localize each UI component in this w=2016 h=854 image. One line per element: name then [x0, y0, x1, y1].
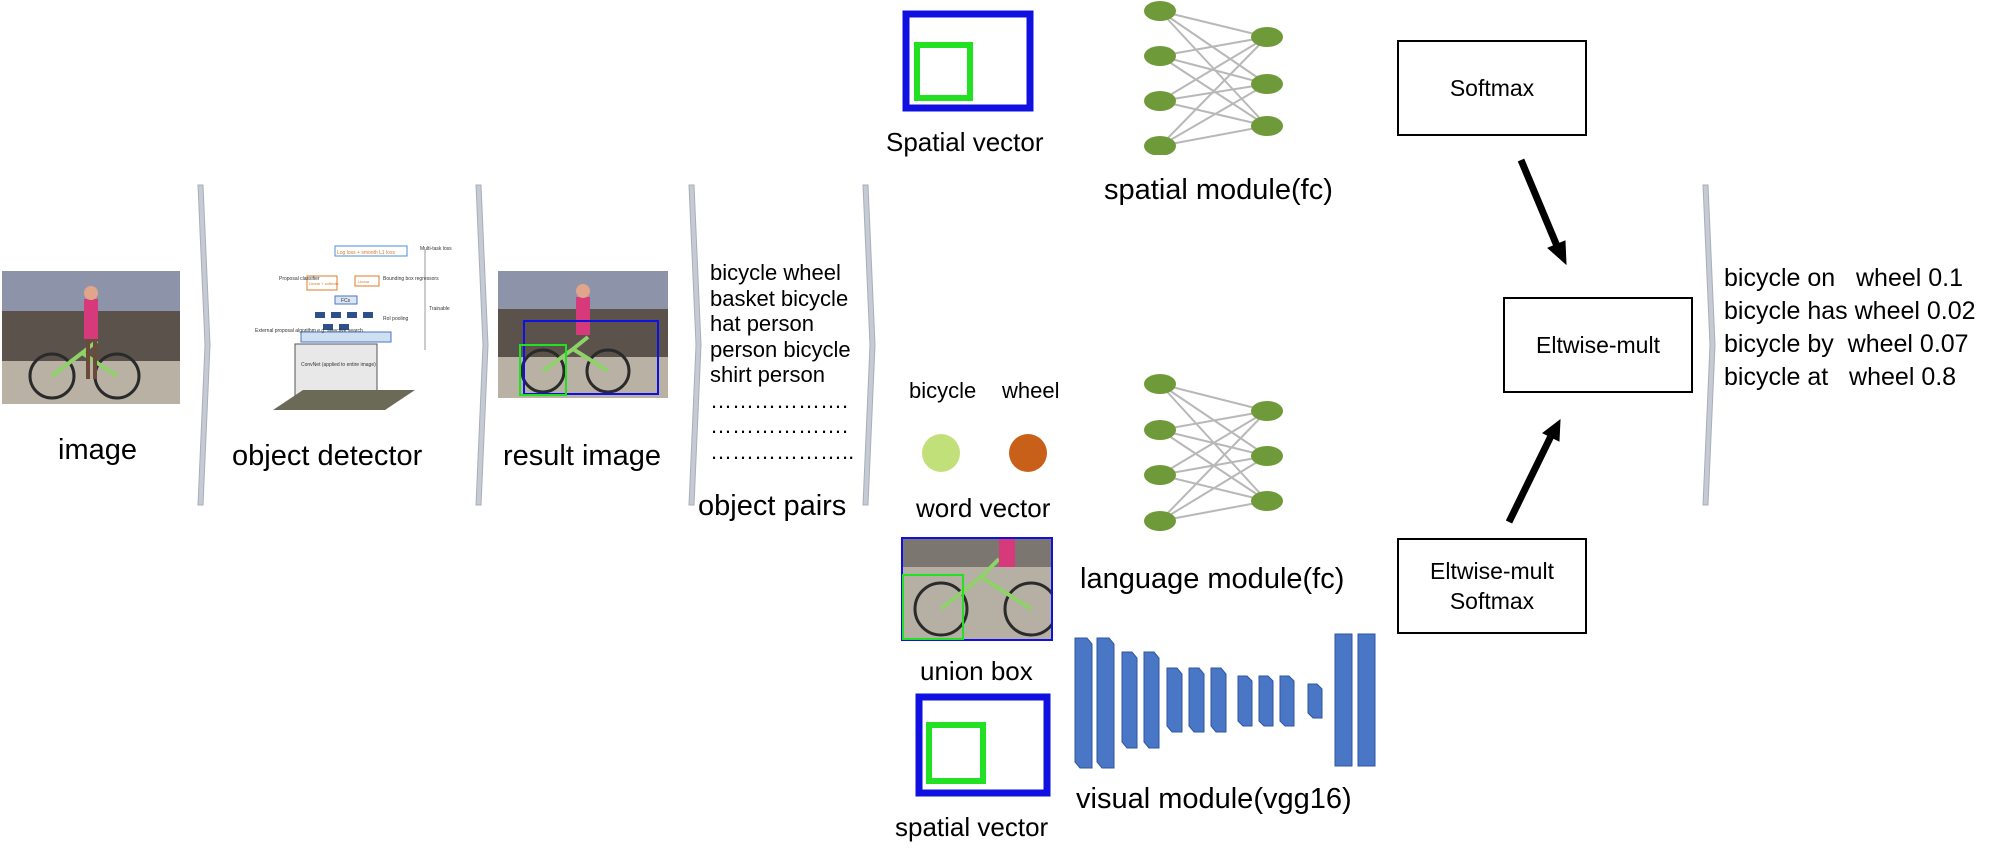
spatial-vector-top-icon: [902, 10, 1034, 112]
vgg-layer: [1143, 651, 1160, 749]
pair-item: shirt person: [710, 362, 825, 387]
mini-roi-pooling: RoI pooling: [383, 316, 409, 322]
fc-node: [1251, 116, 1283, 136]
input-image: [2, 271, 180, 404]
result-item: bicycle at wheel 0.8: [1724, 363, 1957, 391]
vgg-layer: [1258, 675, 1274, 727]
vgg-layer: [1188, 667, 1205, 733]
arrow-eltwise-softmax-to-eltwise: [1505, 434, 1555, 524]
language-module-network: [1144, 374, 1283, 531]
eltwise-softmax-line1: Eltwise-mult: [1430, 558, 1554, 584]
fc-node: [1251, 446, 1283, 466]
spatial-module-label: spatial module(fc): [1104, 174, 1333, 206]
mini-linear: Linear: [358, 279, 370, 284]
object-detector-diagram: Log loss + smooth L1 loss Multi-task los…: [255, 245, 452, 410]
eltwise-softmax-box: Eltwise-mult Softmax: [1397, 538, 1587, 634]
language-module-label: language module(fc): [1080, 563, 1345, 595]
fc-node: [1144, 465, 1176, 485]
spatial-vector-bottom-label: spatial vector: [895, 812, 1049, 842]
fc-node: [1144, 1, 1176, 21]
union-box-illustration: [901, 537, 1053, 641]
pair-ellipsis: ………………..: [710, 439, 855, 464]
eltwise-mult-label: Eltwise-mult: [1536, 332, 1660, 358]
result-item: bicycle on wheel 0.1: [1724, 264, 1964, 292]
spatial-vector-bottom-icon: [915, 693, 1051, 797]
visual-module-vgg: [1074, 633, 1376, 769]
eltwise-softmax-line2: Softmax: [1449, 588, 1535, 614]
image-label: image: [58, 434, 137, 466]
separator-5: [1702, 184, 1716, 506]
word-bicycle-label: bicycle: [909, 378, 977, 403]
word-vector-label: word vector: [916, 493, 1051, 523]
softmax-label: Softmax: [1449, 75, 1535, 101]
separator-2: [475, 184, 489, 506]
vgg-layer: [1279, 675, 1295, 727]
union-box-label: union box: [920, 656, 1033, 686]
spatial-module-network: [1144, 1, 1283, 155]
pair-ellipsis: ……………….: [710, 388, 849, 413]
eltwise-mult-box: Eltwise-mult: [1503, 297, 1693, 393]
result-image: [498, 271, 668, 398]
fc-node: [1144, 511, 1176, 531]
result-item: bicycle by wheel 0.07: [1724, 330, 1969, 358]
spatial-vector-top-label: Spatial vector: [886, 127, 1044, 157]
fc-node: [1144, 136, 1176, 155]
vgg-layer: [1307, 683, 1323, 719]
mini-trainable: Trainable: [429, 306, 450, 312]
fc-node: [1251, 401, 1283, 421]
vgg-layer: [1210, 667, 1227, 733]
fc-node: [1144, 374, 1176, 394]
pair-item: basket bicycle: [710, 286, 849, 311]
vgg-layer: [1096, 637, 1115, 769]
word-wheel-dot: [1009, 434, 1047, 472]
separator-3: [688, 184, 702, 506]
vgg-fc-layer: [1357, 633, 1376, 767]
mini-loss-top: Log loss + smooth L1 loss: [337, 250, 395, 256]
softmax-box: Softmax: [1397, 40, 1587, 136]
union-box-image: [901, 537, 1053, 641]
vgg-layer: [1121, 651, 1138, 749]
pair-item: bicycle wheel: [710, 260, 841, 285]
mini-bbox-regressors: Bounding box regressors: [383, 276, 439, 282]
visual-module-label: visual module(vgg16): [1076, 783, 1352, 815]
mini-proposal-classifier: Proposal classifier: [279, 276, 320, 282]
photo-illustration: [2, 271, 180, 404]
result-item: bicycle has wheel 0.02: [1724, 297, 1976, 325]
result-illustration: [498, 271, 668, 398]
arrow-softmax-to-eltwise: [1517, 158, 1561, 248]
mini-linear-softmax: Linear + softmax: [309, 281, 339, 286]
vgg-fc-layer: [1334, 633, 1353, 767]
fc-node: [1251, 27, 1283, 47]
mini-fcs: FCs: [341, 298, 351, 304]
result-image-label: result image: [503, 440, 661, 472]
fc-node: [1144, 46, 1176, 66]
vgg-layer: [1074, 637, 1093, 769]
word-vector-dots: [922, 434, 1047, 472]
mini-multitask: Multi-task loss: [420, 246, 452, 252]
mini-convnet: ConvNet (applied to entire image): [301, 362, 376, 368]
fc-node: [1251, 491, 1283, 511]
vgg-layer: [1237, 675, 1253, 727]
mini-external-proposal: External proposal algorithm e.g. selecti…: [255, 328, 363, 334]
fc-node: [1144, 91, 1176, 111]
fc-node: [1144, 420, 1176, 440]
pair-item: person bicycle: [710, 337, 851, 362]
pair-ellipsis: ……………….: [710, 413, 849, 438]
object-pairs-label: object pairs: [698, 490, 847, 522]
vgg-layer: [1166, 667, 1183, 733]
pair-item: hat person: [710, 311, 814, 336]
separator-4: [862, 184, 876, 506]
word-bicycle-dot: [922, 434, 960, 472]
fc-node: [1251, 74, 1283, 94]
separator-1: [197, 184, 211, 506]
object-detector-label: object detector: [232, 440, 423, 472]
word-wheel-label: wheel: [1002, 378, 1060, 403]
